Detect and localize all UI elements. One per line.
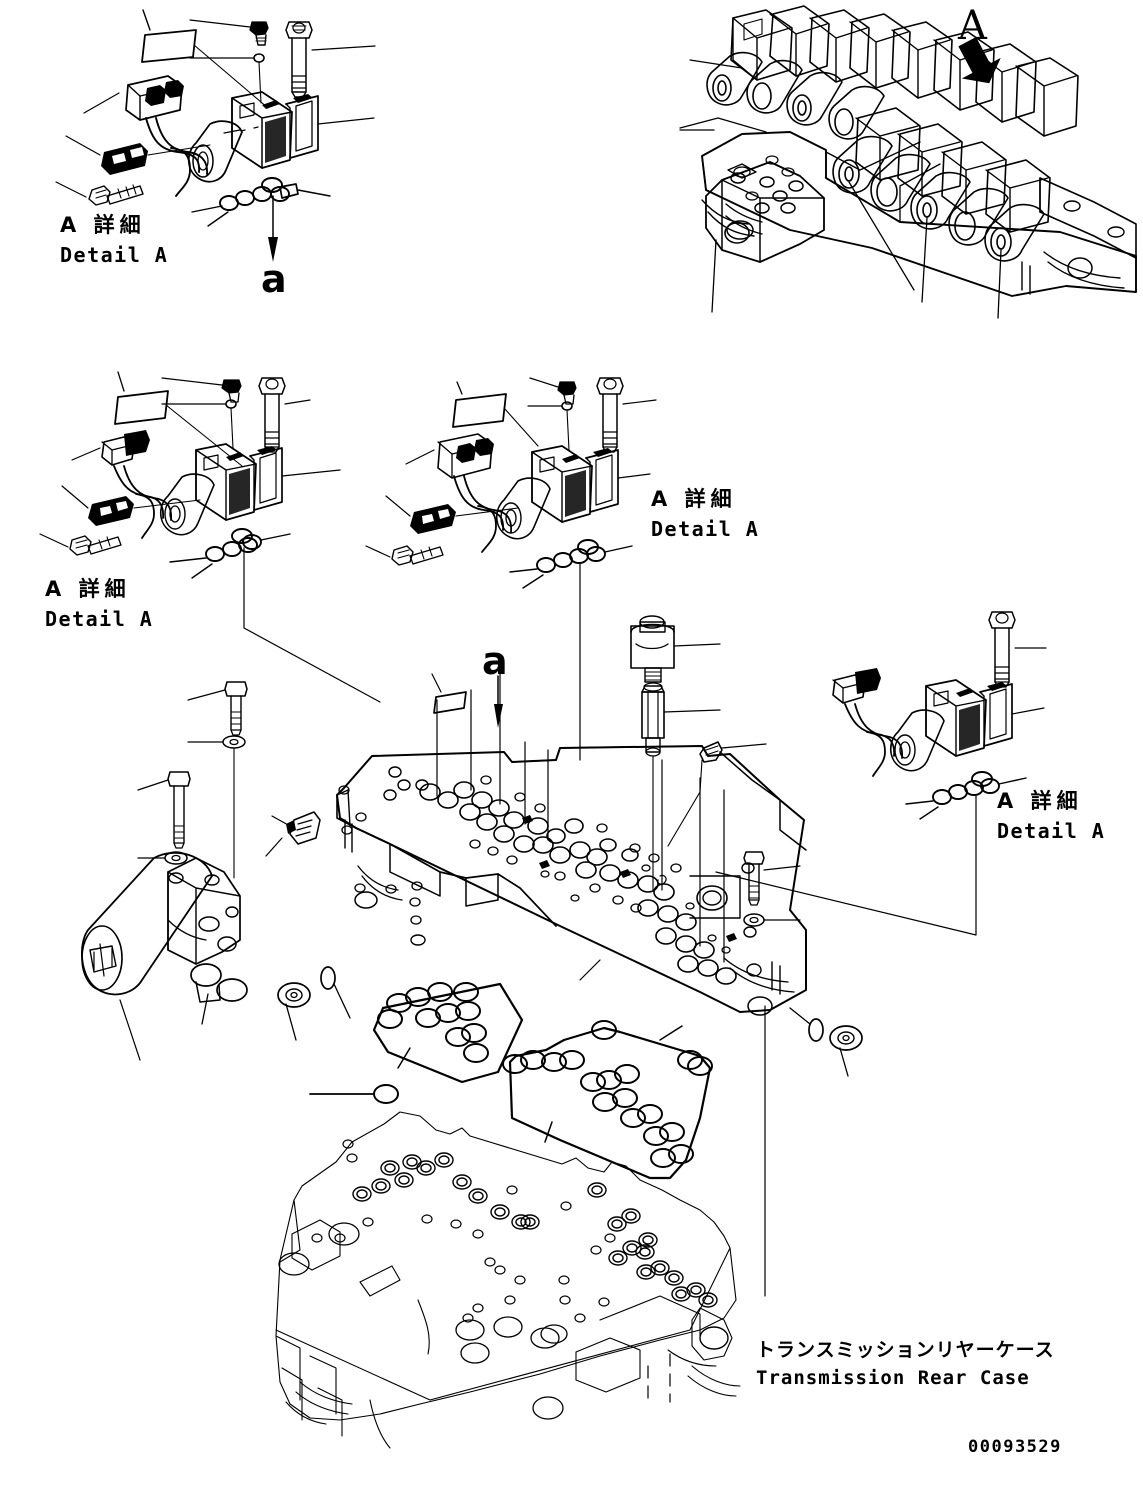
detail-a-mid-center-assembly: [365, 377, 657, 761]
gasket-plates: [309, 982, 713, 1180]
detail-a-top-left-label-en: Detail A: [60, 243, 169, 267]
transmission-rear-case-label-en: Transmission Rear Case: [756, 1367, 1030, 1389]
relief-valve-components: [630, 615, 767, 891]
detail-mark-a-center: a: [482, 639, 508, 683]
section-view-label-A: A: [958, 3, 987, 49]
transmission-rear-case-body: [275, 1111, 741, 1449]
valve-body-main-plate: [336, 659, 863, 1297]
detail-a-right-assembly: [715, 611, 1047, 936]
detail-a-mid-left-label-jp: A 詳細: [45, 577, 131, 601]
accumulator-assembly-left: [81, 681, 351, 1061]
detail-a-mid-left-label-en: Detail A: [45, 607, 154, 631]
detail-mark-a-top: a: [261, 257, 287, 301]
detail-a-top-left-label-jp: A 詳細: [60, 213, 146, 237]
drawing-number: 00093529: [968, 1437, 1062, 1457]
transmission-rear-case-label-jp: トランスミッションリヤーケース: [756, 1339, 1055, 1361]
detail-a-right-label-jp: A 詳細: [997, 789, 1083, 813]
detail-a-mid-center-label-en: Detail A: [651, 517, 760, 541]
detail-a-mid-left-assembly: [39, 371, 381, 703]
detail-a-mid-center-label-jp: A 詳細: [651, 487, 737, 511]
control-valve-assembly-top-right: [679, 5, 1137, 319]
detail-a-right-label-en: Detail A: [997, 819, 1106, 843]
detail-a-top-left-assembly: [55, 9, 376, 262]
